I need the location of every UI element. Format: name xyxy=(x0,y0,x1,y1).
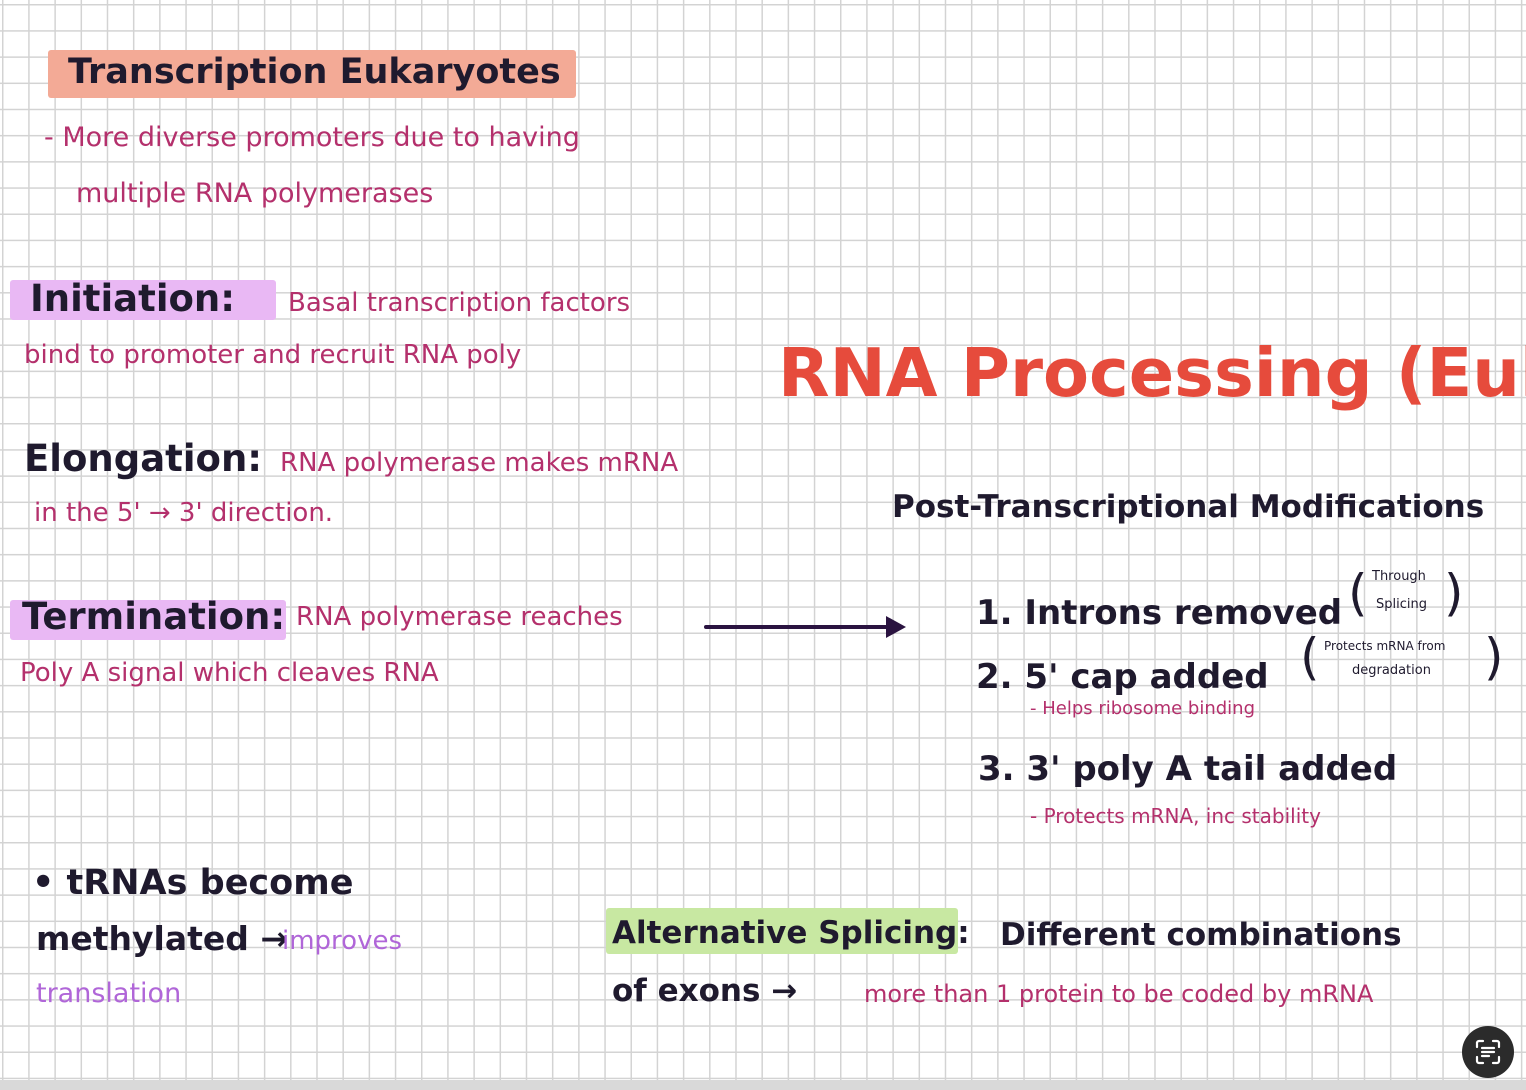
title-highlight xyxy=(48,50,576,98)
termination-highlight xyxy=(10,600,286,640)
alt-splicing-label: Alternative Splicing: xyxy=(612,915,970,951)
item1-note-line-1: Through xyxy=(1372,569,1426,584)
ptm-title: Post-Transcriptional Modifications xyxy=(892,489,1485,525)
item-introns: 1. Introns removed xyxy=(976,593,1343,633)
alt-splicing-text-2-pink: more than 1 protein to be coded by mRNA xyxy=(864,980,1374,1008)
text-scan-icon xyxy=(1475,1039,1501,1065)
paren-close-2: ) xyxy=(1484,628,1504,686)
termination-label: Termination: xyxy=(22,595,286,638)
intro-line-1: - More diverse promoters due to having xyxy=(44,122,580,153)
initiation-label: Initiation: xyxy=(30,277,236,320)
paren-open-2: ( xyxy=(1300,628,1320,686)
initiation-text-1: Basal transcription factors xyxy=(288,288,631,318)
elongation-text-2: in the 5' → 3' direction. xyxy=(34,498,334,528)
item3-sub: - Protects mRNA, inc stability xyxy=(1030,804,1321,828)
arrow-line xyxy=(704,625,888,629)
processing-title: RNA Processing (Euk) xyxy=(778,334,1526,412)
paren-close-1: ) xyxy=(1444,564,1464,622)
elongation-label: Elongation: xyxy=(24,437,263,480)
item2-note-line-1: Protects mRNA from xyxy=(1324,639,1446,653)
termination-text-2: Poly A signal which cleaves RNA xyxy=(20,658,439,688)
trna-line-2-purple: improves xyxy=(282,926,403,956)
alt-splicing-text-1: Different combinations xyxy=(1000,917,1402,953)
item2-note-line-2: degradation xyxy=(1352,663,1431,678)
alt-splicing-highlight xyxy=(606,908,958,954)
initiation-text-2: bind to promoter and recruit RNA poly xyxy=(24,340,522,370)
page-title: Transcription Eukaryotes xyxy=(68,52,561,92)
trna-line-2: methylated → xyxy=(36,919,289,958)
item-poly-a: 3. 3' poly A tail added xyxy=(978,749,1398,789)
bottom-edge xyxy=(0,1080,1526,1090)
elongation-text-1: RNA polymerase makes mRNA xyxy=(280,448,679,478)
arrow-right-icon xyxy=(886,616,906,638)
termination-text-1: RNA polymerase reaches xyxy=(296,602,623,632)
trna-line-1: • tRNAs become xyxy=(32,863,354,903)
intro-line-2: multiple RNA polymerases xyxy=(76,178,434,209)
paren-open-1: ( xyxy=(1348,564,1368,622)
text-scan-button[interactable] xyxy=(1462,1026,1514,1078)
item-5-cap: 2. 5' cap added xyxy=(976,657,1269,697)
item1-note-line-2: Splicing xyxy=(1376,597,1427,612)
alt-splicing-text-2: of exons → xyxy=(612,973,798,1009)
item2-sub: - Helps ribosome binding xyxy=(1030,698,1256,719)
initiation-highlight xyxy=(10,280,276,320)
trna-line-3: translation xyxy=(36,978,182,1009)
